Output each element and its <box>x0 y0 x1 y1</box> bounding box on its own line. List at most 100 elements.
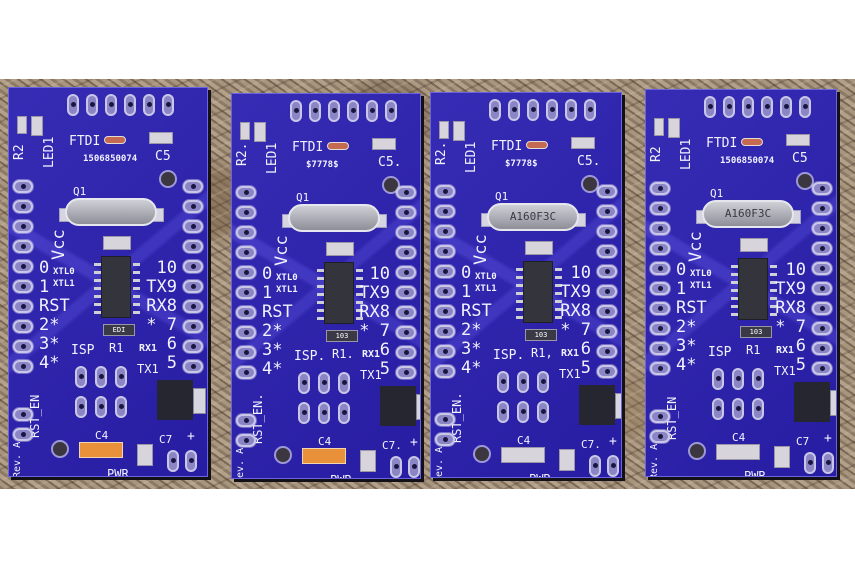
left-pin-label: 4* <box>262 359 283 379</box>
power-pin-minus <box>589 455 601 477</box>
led1-label: LED1 <box>42 136 57 168</box>
left-header-pin <box>650 362 670 375</box>
diode <box>526 141 548 149</box>
isp-pin <box>318 372 330 394</box>
right-pin-label: * 7 <box>775 317 806 337</box>
c1-capacitor <box>740 238 768 252</box>
ic-pin <box>770 273 777 276</box>
ftdi-pin <box>742 96 754 118</box>
ic-pin <box>94 295 101 298</box>
mounting-hole-bottom <box>51 440 69 458</box>
regulator-tab <box>193 388 206 414</box>
left-pin-label: RST <box>39 296 70 316</box>
ftdi-pin <box>143 94 155 116</box>
left-header-pin <box>650 322 670 335</box>
left-header-pin <box>236 246 256 259</box>
q1-label: Q1 <box>495 190 509 203</box>
c5-capacitor <box>571 137 595 149</box>
ic-pin <box>516 316 523 319</box>
left-header-pin <box>435 245 455 258</box>
left-header-pin <box>13 408 33 421</box>
left-pin-label: 2* <box>262 321 283 341</box>
r1-label: R1 <box>746 343 761 357</box>
right-header-pin <box>396 306 416 319</box>
isp-pin <box>298 372 310 394</box>
r1-resistor: EDI <box>103 324 135 336</box>
isp-pin <box>497 401 509 423</box>
led1 <box>453 121 465 141</box>
right-header-pin <box>396 266 416 279</box>
q1-label: Q1 <box>710 187 724 200</box>
crystal-oscillator: A160F3C <box>702 200 794 228</box>
xtal-sub-label: XTL1 <box>690 281 712 291</box>
board-3: R2. LED1 FTDI C5. $7778$ A160F3C Q1 Vcc … <box>430 92 622 478</box>
ic-pin <box>133 303 140 306</box>
c7-capacitor <box>774 446 790 468</box>
regulator-tab <box>416 394 420 420</box>
ic-pin <box>555 276 562 279</box>
left-header-pin <box>650 222 670 235</box>
isp-pin <box>75 396 87 418</box>
ic-pin <box>555 316 562 319</box>
tx1-label: TX1 <box>559 367 581 381</box>
c7-capacitor <box>559 449 575 471</box>
ftdi-pin <box>584 99 596 121</box>
left-header-pin <box>435 413 455 426</box>
c5-capacitor <box>372 138 396 150</box>
left-header-pin <box>13 428 33 441</box>
led1 <box>31 116 43 136</box>
ic-pin <box>516 308 523 311</box>
left-header-pin <box>435 265 455 278</box>
left-header-pin <box>435 205 455 218</box>
xtal-sub-label: XTL0 <box>475 272 497 282</box>
left-header-pin <box>435 365 455 378</box>
right-header-pin <box>597 285 617 298</box>
c4-capacitor <box>302 448 346 464</box>
ftdi-pin <box>309 100 321 122</box>
power-pin-plus <box>822 452 834 474</box>
left-pin-label: 4* <box>461 358 482 378</box>
ftdi-pin <box>704 96 716 118</box>
left-header-pin <box>13 260 33 273</box>
left-pin-label: 4* <box>39 353 60 373</box>
ic-pin <box>133 279 140 282</box>
c1-capacitor <box>103 236 131 250</box>
rx1-label: RX1 <box>776 345 795 356</box>
left-header-pin <box>650 430 670 443</box>
right-pin-label: RX8 <box>359 302 390 322</box>
rev-label: Rev. A <box>235 447 246 479</box>
left-pin-label: 1 <box>676 279 687 299</box>
right-header-pin <box>183 320 203 333</box>
right-pin-label: 6 <box>580 339 591 359</box>
left-header-pin <box>435 325 455 338</box>
crystal-oscillator <box>288 204 380 232</box>
regulator-tab <box>830 390 836 416</box>
right-header-pin <box>812 302 832 315</box>
ftdi-pin <box>347 100 359 122</box>
board-4: R2 LED1 FTDI C5 1506850074 A160F3C Q1 Vc… <box>645 89 837 477</box>
ftdi-pin <box>290 100 302 122</box>
r2-resistor <box>17 116 27 134</box>
microcontroller-ic <box>317 262 363 324</box>
right-pin-label: TX9 <box>359 283 390 303</box>
plus-label: + <box>187 429 195 444</box>
xtal-sub-label: XTL1 <box>475 284 497 294</box>
isp-pin <box>497 371 509 393</box>
left-header-pin <box>435 185 455 198</box>
isp-pin <box>752 368 764 390</box>
ic-pin <box>731 265 738 268</box>
right-header-pin <box>812 202 832 215</box>
right-header-pin <box>812 182 832 195</box>
plus-label: + <box>609 434 617 449</box>
left-pin-label: 2* <box>676 317 697 337</box>
ic-pin <box>731 297 738 300</box>
right-header-pin <box>812 322 832 335</box>
c4-capacitor <box>501 447 545 463</box>
mounting-hole-top <box>159 170 177 188</box>
ic-pin <box>94 263 101 266</box>
r1-resistor: 103 <box>740 326 772 338</box>
left-header-pin <box>650 342 670 355</box>
ic-pin <box>133 271 140 274</box>
left-header-pin <box>13 320 33 333</box>
right-header-pin <box>812 282 832 295</box>
